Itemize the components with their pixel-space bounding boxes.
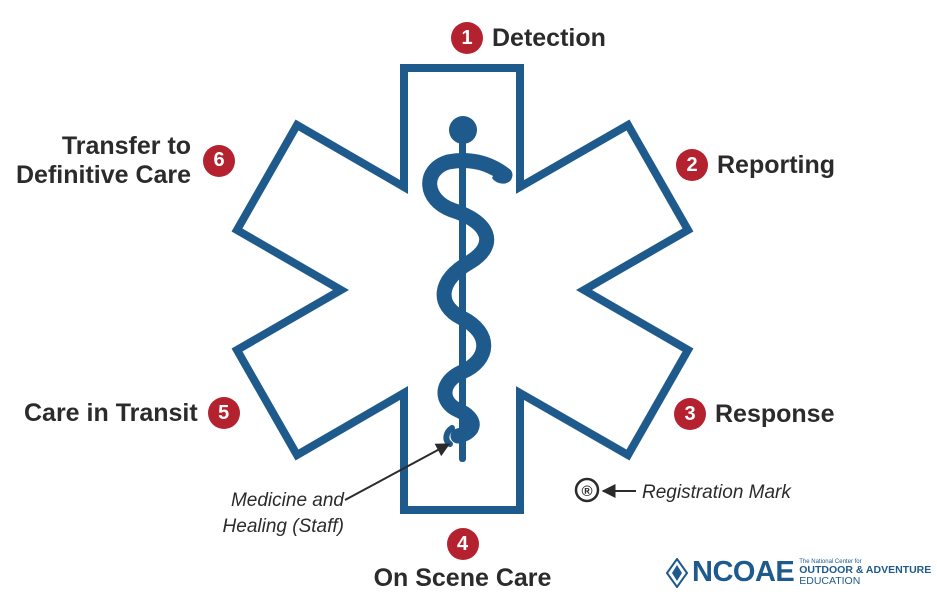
registration-mark-icon: ® [574, 477, 600, 503]
step-1-label: Detection [492, 23, 606, 52]
staff-annotation-line2: Healing (Staff) [222, 515, 344, 537]
step-5-number-badge: 5 [207, 397, 240, 429]
svg-text:®: ® [581, 483, 592, 500]
registration-mark-annotation: Registration Mark [642, 482, 791, 503]
step-2-label: Reporting [717, 150, 836, 179]
step-3-number-badge: 3 [674, 398, 706, 430]
staff-annotation-line1: Medicine and [230, 490, 344, 511]
step-5-label: Care in Transit [24, 398, 198, 427]
step-1: 1 Detection [451, 22, 606, 54]
logo-tagline-small: The National Center for [799, 559, 862, 565]
step-2: 2 Reporting [676, 149, 835, 181]
step-1-number-badge: 1 [451, 22, 483, 54]
compass-diamond-icon [666, 557, 688, 588]
step-4-label: On Scene Care [373, 564, 552, 592]
staff-annotation: Medicine and Healing (Staff) [172, 488, 344, 539]
step-6-label-line2: Definitive Care [16, 160, 192, 189]
logo-tagline-line2: EDUCATION [799, 574, 861, 587]
logo-tagline: The National Center for OUTDOOR & ADVENT… [799, 559, 931, 586]
step-4: 4 On Scene Care [360, 528, 565, 593]
step-6: Transfer to Definitive Care 6 [16, 132, 236, 190]
step-2-number-badge: 2 [676, 149, 708, 181]
staff-arrow-icon [344, 443, 451, 501]
step-4-number-badge: 4 [446, 528, 479, 560]
logo-wordmark: NCOAE [692, 556, 795, 588]
step-6-label-line1: Transfer to [61, 132, 192, 160]
step-3: 3 Response [674, 398, 834, 430]
step-3-label: Response [715, 399, 835, 428]
ncoae-logo: NCOAE The National Center for OUTDOOR & … [666, 556, 931, 589]
logo-tagline-line1: OUTDOOR & ADVENTURE [799, 564, 932, 576]
rod-of-asclepius-icon [422, 116, 513, 462]
step-6-number-badge: 6 [203, 144, 236, 177]
step-5: Care in Transit 5 [24, 397, 240, 429]
